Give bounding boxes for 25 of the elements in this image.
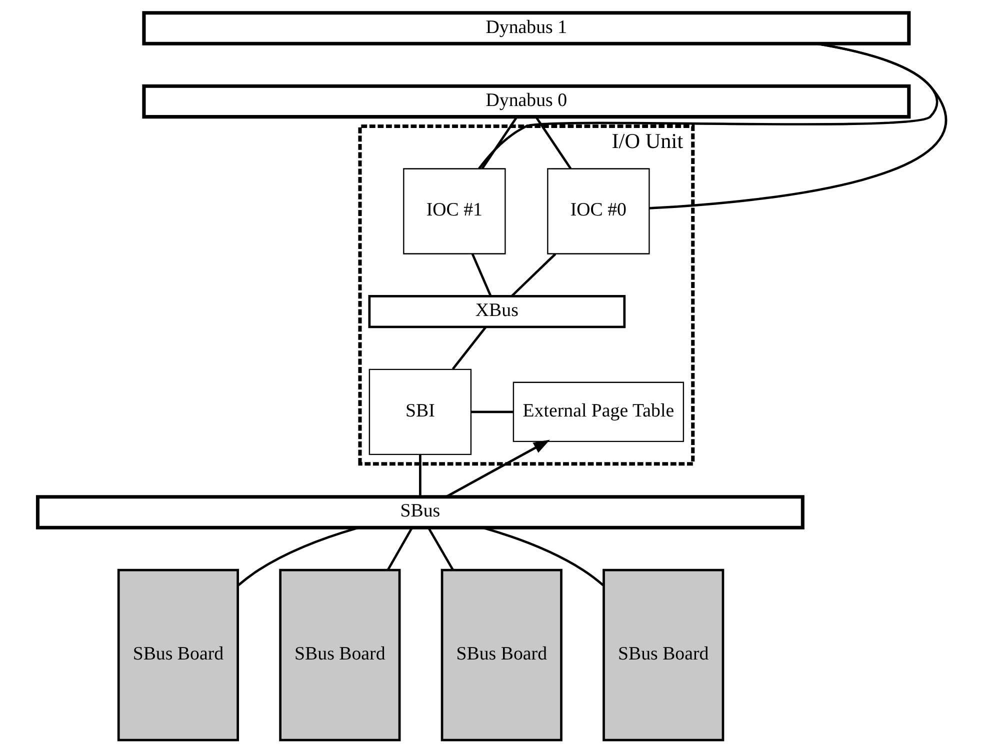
- node-box: Dynabus 0: [142, 84, 911, 119]
- node-box: SBus: [36, 495, 804, 530]
- connector: [238, 526, 360, 586]
- connector: [386, 527, 413, 570]
- node-box: IOC #0: [547, 168, 650, 254]
- connector: [471, 410, 514, 414]
- node-box: External Page Table: [512, 382, 684, 442]
- node-box: SBus Board: [279, 568, 401, 742]
- node-box: SBus Board: [117, 568, 239, 742]
- connector: [452, 326, 487, 370]
- node-box: IOC #1: [403, 168, 506, 254]
- arrow: [446, 440, 550, 498]
- connector: [428, 527, 454, 570]
- connector: [481, 116, 518, 170]
- node-box: SBus Board: [602, 568, 724, 742]
- connector: [478, 42, 938, 170]
- node-box: SBus Board: [440, 568, 562, 742]
- node-box: XBus: [368, 295, 626, 328]
- node-box: SBI: [368, 368, 472, 455]
- connector: [510, 253, 556, 297]
- connector: [482, 526, 604, 586]
- node-box: Dynabus 1: [142, 11, 911, 46]
- connector: [419, 454, 422, 497]
- connector: [535, 116, 572, 170]
- connector: [471, 254, 492, 297]
